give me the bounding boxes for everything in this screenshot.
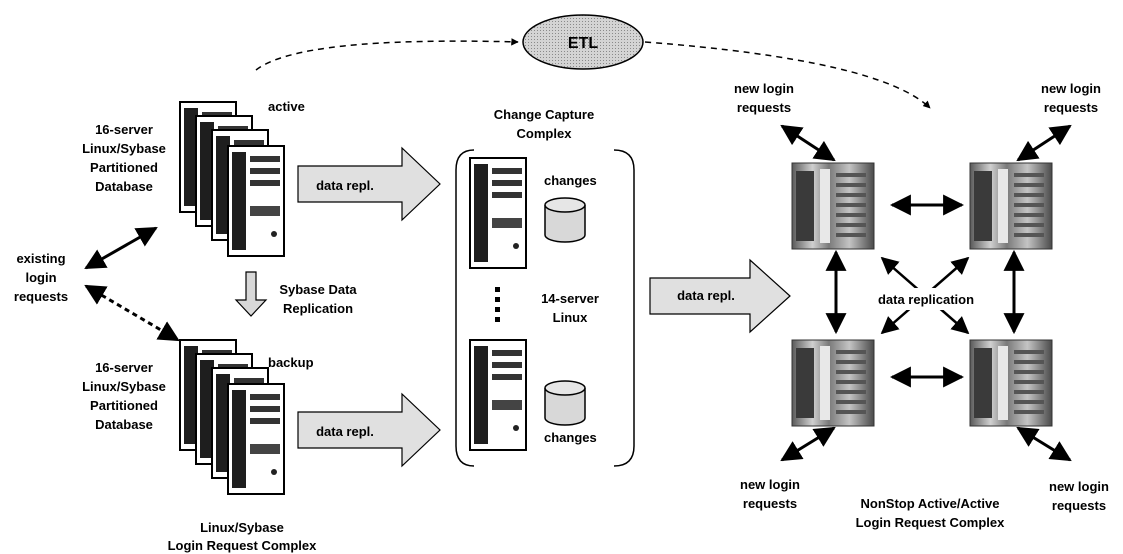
existing-requests-dashed-arrow (84, 284, 180, 342)
svg-text:14-server: 14-server (541, 291, 599, 306)
data-repl-arrow-bottom: data repl. (297, 392, 441, 468)
nonstop-server-bottom-right (969, 339, 1053, 427)
backup-label: backup (268, 355, 314, 370)
change-capture-bracket-right (613, 149, 635, 467)
svg-text:Change Capture: Change Capture (494, 107, 594, 122)
nonstop-server-bottom-left (791, 339, 875, 427)
svg-text:login: login (25, 270, 56, 285)
svg-text:Complex: Complex (517, 126, 573, 141)
existing-requests-label: existing login requests (14, 251, 68, 304)
capture-server-bottom (469, 339, 527, 451)
svg-text:data repl.: data repl. (316, 424, 374, 439)
svg-text:Partitioned: Partitioned (90, 398, 158, 413)
svg-text:requests: requests (14, 289, 68, 304)
changes-label-bottom: changes (544, 430, 597, 445)
nonstop-complex-label: NonStop Active/Active Login Request Comp… (856, 496, 1006, 530)
new-login-label-tr: new login requests (1041, 81, 1101, 115)
sybase-replication-label: Sybase Data Replication (279, 282, 357, 316)
active-label: active (268, 99, 305, 114)
nonstop-server-top-right (969, 162, 1053, 250)
primary-server-stack (179, 101, 285, 257)
ellipsis-dots (495, 287, 500, 322)
svg-text:requests: requests (1052, 498, 1106, 513)
data-repl-arrow-middle: data repl. (649, 258, 791, 334)
data-repl-arrow-top: data repl. (297, 146, 441, 222)
change-capture-bracket-left (455, 149, 475, 467)
changes-label-top: changes (544, 173, 597, 188)
svg-text:Replication: Replication (283, 301, 353, 316)
svg-text:Database: Database (95, 179, 153, 194)
svg-text:requests: requests (743, 496, 797, 511)
new-login-label-br: new login requests (1049, 479, 1109, 513)
svg-text:Login Request Complex: Login Request Complex (168, 538, 318, 553)
etl-label: ETL (568, 35, 598, 52)
svg-text:new login: new login (1049, 479, 1109, 494)
data-replication-label: data replication (878, 292, 974, 307)
svg-text:16-server: 16-server (95, 122, 153, 137)
linux14-label: 14-server Linux (541, 291, 599, 325)
svg-text:Login Request Complex: Login Request Complex (856, 515, 1006, 530)
etl-node: ETL (522, 14, 644, 70)
svg-text:Linux/Sybase: Linux/Sybase (200, 520, 284, 535)
new-login-arrows (780, 124, 1072, 462)
svg-text:16-server: 16-server (95, 360, 153, 375)
new-login-label-tl: new login requests (734, 81, 794, 115)
change-capture-label: Change Capture Complex (494, 107, 594, 141)
svg-text:Sybase Data: Sybase Data (279, 282, 357, 297)
etl-outbound-arrow (644, 41, 931, 109)
svg-text:requests: requests (1044, 100, 1098, 115)
data-replication-label-bg (866, 288, 986, 310)
svg-text:Linux/Sybase: Linux/Sybase (82, 379, 166, 394)
svg-text:Linux: Linux (553, 310, 588, 325)
backup-db-label: 16-server Linux/Sybase Partitioned Datab… (82, 360, 166, 432)
svg-text:existing: existing (16, 251, 65, 266)
svg-text:Linux/Sybase: Linux/Sybase (82, 141, 166, 156)
changes-disk-bottom (544, 380, 586, 426)
sybase-replication-arrow (234, 271, 268, 317)
svg-text:data repl.: data repl. (677, 288, 735, 303)
svg-text:new login: new login (734, 81, 794, 96)
linux-complex-label: Linux/Sybase Login Request Complex (168, 520, 318, 553)
svg-text:new login: new login (1041, 81, 1101, 96)
svg-text:requests: requests (737, 100, 791, 115)
nonstop-server-top-left (791, 162, 875, 250)
svg-text:Partitioned: Partitioned (90, 160, 158, 175)
svg-text:new login: new login (740, 477, 800, 492)
etl-inbound-arrow (255, 38, 519, 71)
new-login-label-bl: new login requests (740, 477, 800, 511)
changes-disk-top (544, 197, 586, 243)
capture-server-top (469, 157, 527, 269)
existing-requests-arrow (84, 226, 158, 270)
svg-text:NonStop Active/Active: NonStop Active/Active (861, 496, 1000, 511)
svg-text:Database: Database (95, 417, 153, 432)
primary-db-label: 16-server Linux/Sybase Partitioned Datab… (82, 122, 166, 194)
svg-text:data repl.: data repl. (316, 178, 374, 193)
